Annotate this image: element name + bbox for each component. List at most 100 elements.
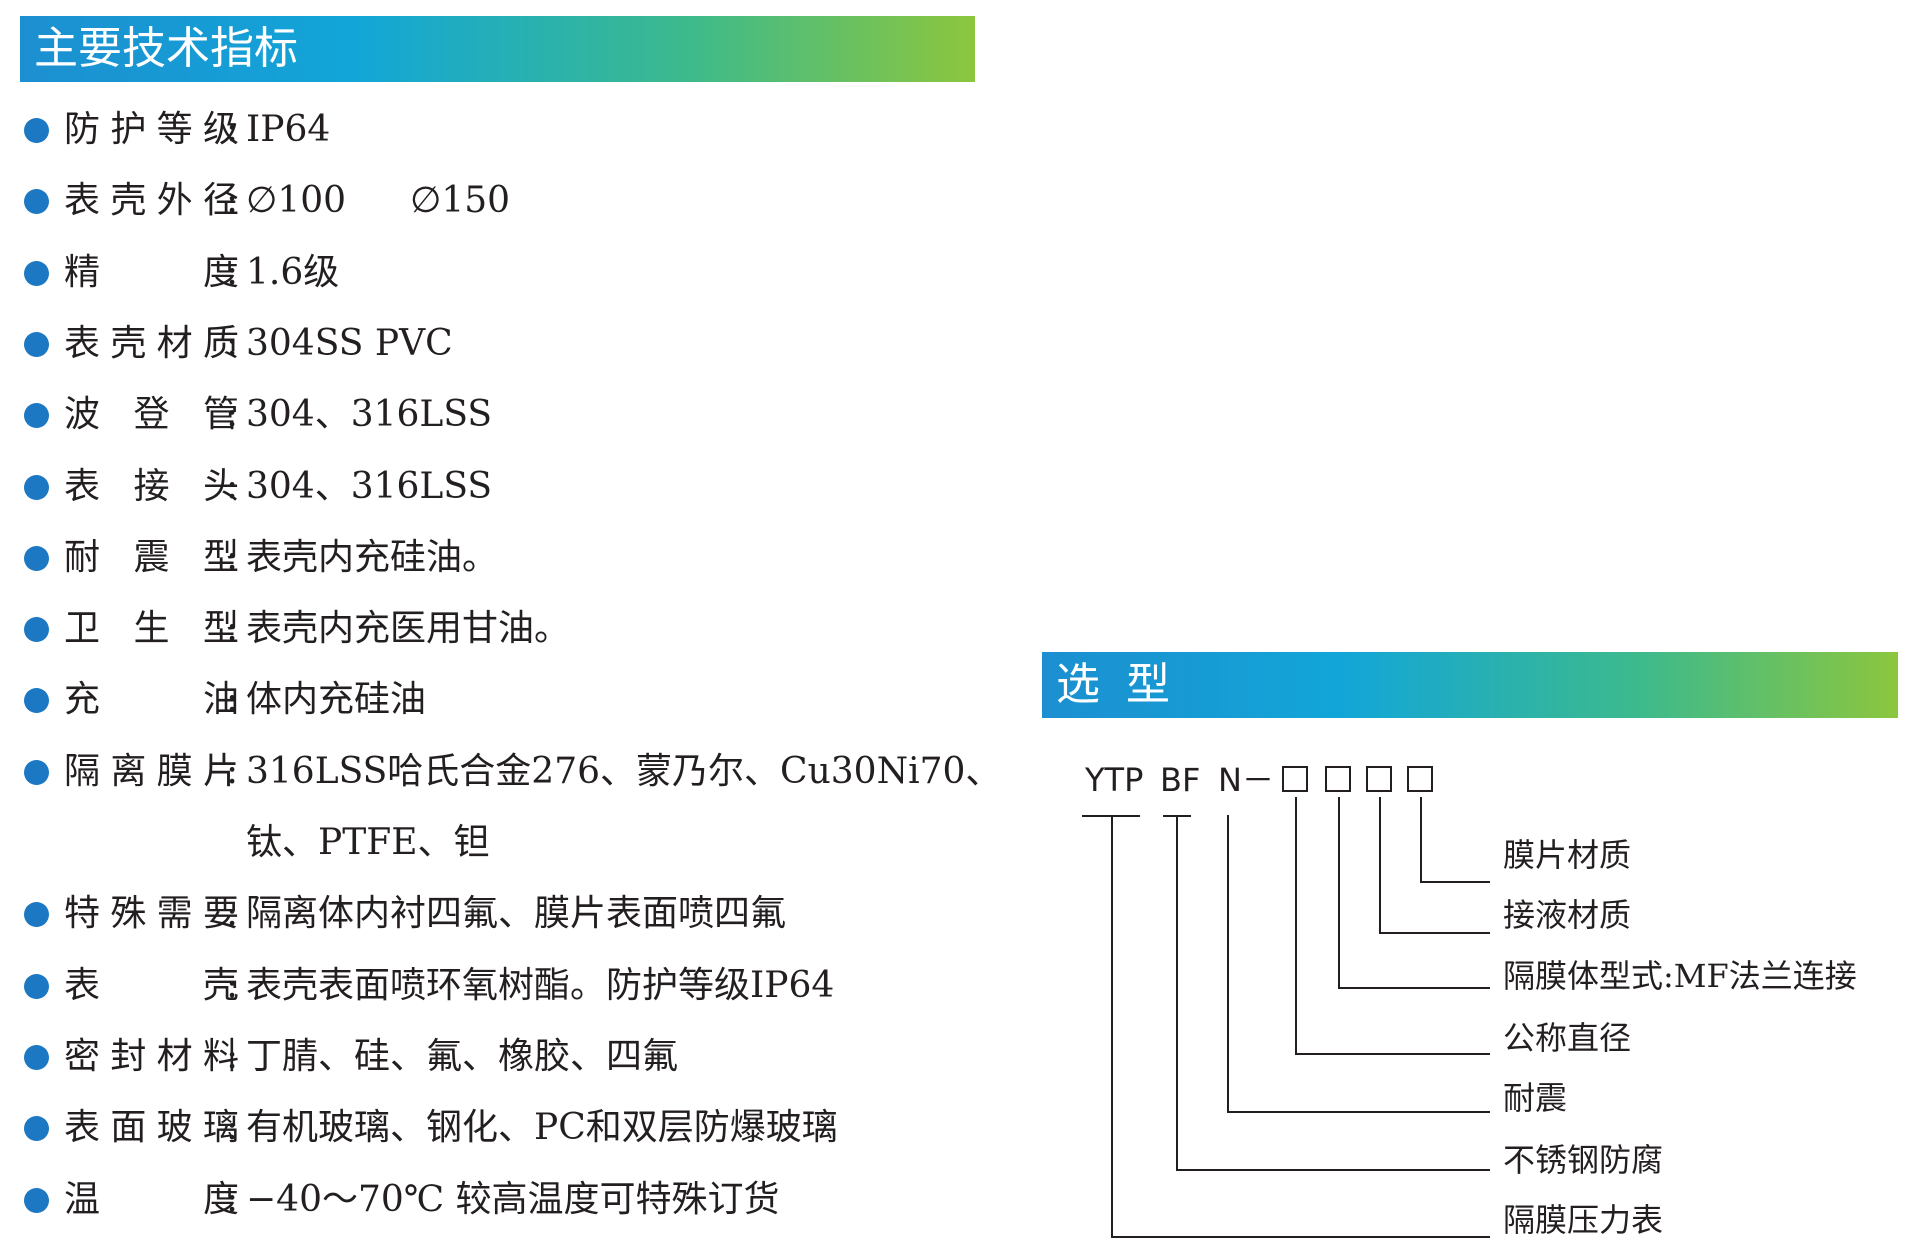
spec-label: 表面玻璃 (64, 1098, 239, 1158)
spec-label-char: 片 (202, 750, 239, 792)
bullet-dot-icon (24, 403, 49, 429)
spec-section-title: 主要技术指标 (20, 16, 975, 82)
spec-value: 304、316LSS (246, 465, 493, 507)
spec-value-secondary: ∅150 (410, 180, 511, 222)
spec-label-char: 充 (64, 679, 101, 721)
model-code-n: N－ (1218, 761, 1274, 799)
spec-label-char: 表 (64, 1107, 101, 1149)
spec-label-char: 材 (156, 322, 193, 364)
spec-colon: : (226, 1178, 239, 1220)
spec-label-char: 特 (64, 893, 101, 935)
code-box-1 (1282, 766, 1308, 792)
spec-label-char: 震 (133, 536, 170, 578)
label-diaphragm-type: 隔膜体型式:MF法兰连接 (1503, 957, 1857, 995)
spec-value: IP64 (246, 109, 331, 150)
spec-colon: : (226, 1035, 239, 1077)
spec-value: 体内充硅油 (246, 679, 427, 721)
label-nominal-diameter: 公称直径 (1503, 1019, 1632, 1057)
spec-label: 表接头 (64, 457, 239, 517)
spec-label-char: 密 (64, 1035, 101, 1077)
spec-label-char: 型 (202, 536, 239, 578)
spec-label-char: 壳 (110, 322, 147, 364)
model-code-ytp: YTP (1085, 761, 1144, 799)
spec-colon: : (226, 608, 239, 650)
bullet-dot-icon (24, 331, 49, 357)
spec-label-char: 表 (64, 964, 101, 1006)
spec-label: 隔离膜片 (64, 742, 239, 802)
spec-colon: : (226, 180, 239, 222)
spec-label-char: 型 (202, 608, 239, 650)
spec-value-continuation: 钛、PTFE、钽 (246, 822, 490, 863)
line-h-6 (1176, 1169, 1490, 1171)
spec-label: 表壳外径 (64, 171, 239, 231)
spec-label-char: 料 (202, 1035, 239, 1077)
bullet-dot-icon (24, 1044, 49, 1070)
line-h-3 (1338, 987, 1490, 989)
spec-value: −40～70℃ 较高温度可特殊订货 (246, 1178, 780, 1220)
spec-label-char: 管 (202, 394, 239, 436)
line-v-6 (1176, 815, 1178, 1171)
spec-value: 表壳表面喷环氧树酯。防护等级IP64 (246, 964, 835, 1006)
spec-label-char: 油 (202, 679, 239, 721)
spec-label-char: 登 (133, 394, 170, 436)
label-diaphragm-material: 膜片材质 (1503, 836, 1632, 874)
spec-label-char: 要 (202, 893, 239, 935)
spec-label: 特殊需要 (64, 884, 239, 944)
spec-label-char: 精 (64, 251, 101, 293)
spec-label-char: 膜 (156, 750, 193, 792)
line-h-2 (1379, 932, 1490, 934)
line-v-4 (1295, 797, 1297, 1055)
line-h-7 (1111, 1236, 1490, 1238)
spec-colon: : (226, 679, 239, 721)
spec-label-char: 防 (64, 109, 101, 150)
spec-colon: : (226, 109, 239, 150)
spec-label-char: 生 (133, 608, 170, 650)
spec-label: 卫生型 (64, 599, 239, 659)
spec-value: ∅100 (246, 180, 347, 222)
spec-colon: : (226, 893, 239, 935)
spec-label-char: 隔 (64, 750, 101, 792)
spec-label: 防护等级 (64, 100, 239, 160)
spec-value: 表壳内充医用甘油。 (246, 608, 571, 650)
spec-label-char: 卫 (64, 608, 101, 650)
spec-label-char: 波 (64, 394, 101, 436)
spec-label-char: 接 (133, 465, 170, 507)
selection-section-title: 选型 (1042, 652, 1898, 718)
spec-colon: : (226, 750, 239, 792)
spec-label-char: 表 (64, 322, 101, 364)
line-v-2 (1379, 797, 1381, 934)
line-v-7 (1111, 815, 1113, 1238)
bullet-dot-icon (24, 1187, 49, 1213)
spec-label: 充油 (64, 670, 239, 730)
spec-label-char: 玻 (156, 1107, 193, 1149)
spec-label-char: 材 (156, 1035, 193, 1077)
spec-label: 精度 (64, 243, 239, 303)
spec-label-char: 壳 (202, 964, 239, 1006)
spec-label-char: 离 (110, 750, 147, 792)
bullet-dot-icon (24, 688, 49, 714)
spec-label: 表壳 (64, 956, 239, 1016)
spec-colon: : (226, 251, 239, 293)
bullet-dot-icon (24, 118, 49, 143)
line-h-5 (1227, 1111, 1490, 1113)
bullet-dot-icon (24, 189, 49, 215)
spec-label-char: 度 (202, 1178, 239, 1220)
spec-value: 有机玻璃、钢化、PC和双层防爆玻璃 (246, 1107, 838, 1149)
spec-value: 隔离体内衬四氟、膜片表面喷四氟 (246, 893, 787, 935)
spec-label-char: 度 (202, 251, 239, 293)
spec-label-char: 需 (156, 893, 193, 935)
model-code-bf: BF (1160, 761, 1201, 799)
spec-label-char: 等 (156, 109, 193, 150)
spec-label-char: 璃 (202, 1107, 239, 1149)
spec-value: 304SS PVC (246, 322, 453, 364)
code-box-2 (1325, 766, 1351, 792)
bullet-dot-icon (24, 545, 49, 571)
spec-label-char: 质 (202, 322, 239, 364)
spec-colon: : (226, 536, 239, 578)
spec-colon: : (226, 465, 239, 507)
line-v-5 (1227, 815, 1229, 1113)
spec-label-char: 殊 (110, 893, 147, 935)
spec-label-char: 外 (156, 180, 193, 222)
code-box-4 (1407, 766, 1433, 792)
bullet-dot-icon (24, 1116, 49, 1142)
